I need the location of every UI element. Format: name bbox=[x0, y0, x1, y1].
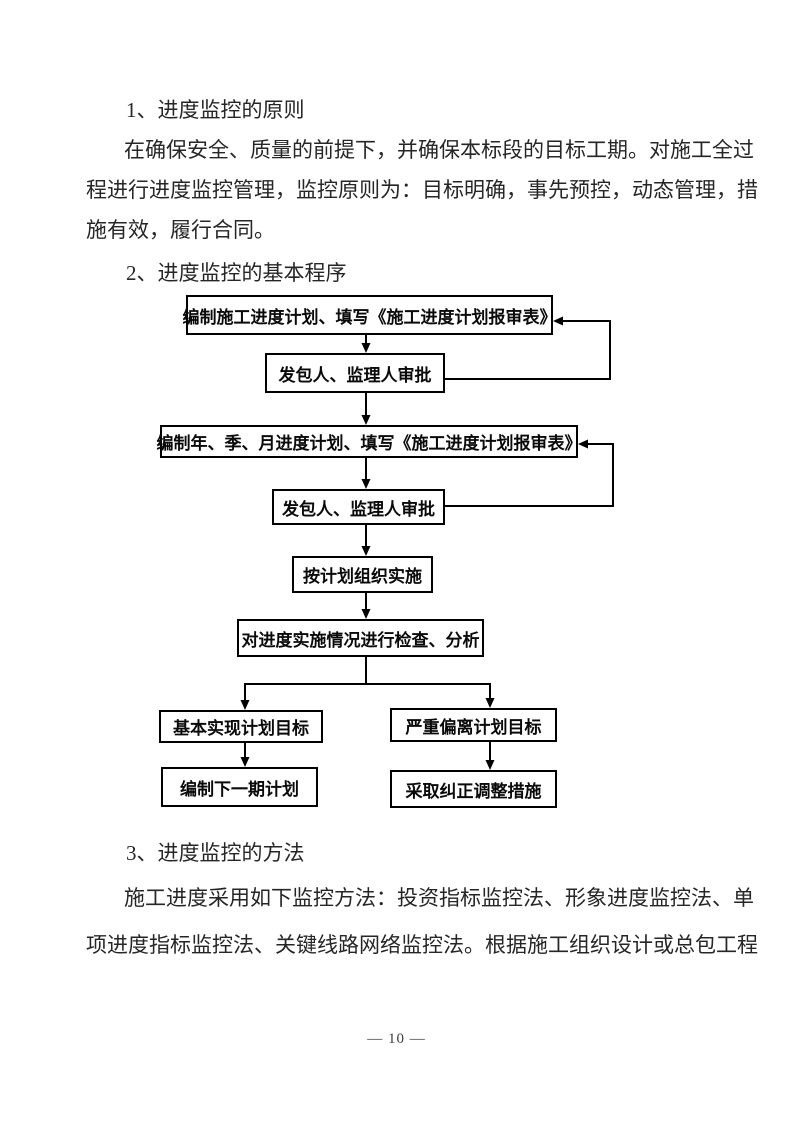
flowchart-box-compile-construction-plan: 编制施工进度计划、填写《施工进度计划报审表》 bbox=[183, 295, 557, 335]
flowchart-box-compile-periodic-plan: 编制年、季、月进度计划、填写《施工进度计划报审表》 bbox=[157, 425, 582, 458]
section3-heading: 3、进度监控的方法 bbox=[126, 841, 305, 865]
arrowhead-check-to-deviated bbox=[485, 698, 495, 708]
arrowhead-implement-to-check bbox=[361, 609, 371, 619]
flowchart-box-target-deviated: 严重偏离计划目标 bbox=[390, 708, 557, 742]
flowchart-box-implement-per-plan: 按计划组织实施 bbox=[292, 556, 433, 593]
flowchart-box-approval-1: 发包人、监理人审批 bbox=[265, 353, 445, 393]
arrowhead-approval2-to-implement bbox=[361, 546, 371, 556]
arrowhead-periodic-to-approval2 bbox=[361, 479, 371, 489]
arrowhead-deviated-to-measures bbox=[485, 760, 495, 770]
section1-line-1: 在确保安全、质量的前提下，并确保本标段的目标工期。对施工全过 bbox=[124, 138, 754, 162]
section3-line-1: 施工进度采用如下监控方法：投资指标监控法、形象进度监控法、单 bbox=[124, 886, 754, 910]
arrowhead-check-to-met bbox=[240, 700, 250, 710]
page-number: — 10 — bbox=[367, 1031, 426, 1047]
arrowhead-approval1-to-periodic bbox=[361, 415, 371, 425]
section1-heading: 1、进度监控的原则 bbox=[126, 98, 305, 122]
section2-heading: 2、进度监控的基本程序 bbox=[126, 261, 347, 285]
flowchart-box-target-met: 基本实现计划目标 bbox=[159, 710, 323, 743]
arrowhead-plan-to-approval1 bbox=[361, 343, 371, 353]
arrowhead-met-to-nextplan bbox=[240, 757, 250, 767]
section3-line-2: 项进度指标监控法、关键线路网络监控法。根据施工组织设计或总包工程 bbox=[86, 933, 758, 957]
flowchart-box-check-analyze: 对进度实施情况进行检查、分析 bbox=[237, 619, 484, 657]
section1-line-3: 施有效，履行合同。 bbox=[86, 218, 275, 242]
flowchart-box-next-period-plan: 编制下一期计划 bbox=[161, 767, 318, 807]
section1-line-2: 程进行进度监控管理，监控原则为：目标明确，事先预控，动态管理，措 bbox=[86, 178, 758, 202]
flowchart-box-approval-2: 发包人、监理人审批 bbox=[272, 489, 445, 525]
flowchart-box-corrective-measures: 采取纠正调整措施 bbox=[390, 770, 557, 808]
